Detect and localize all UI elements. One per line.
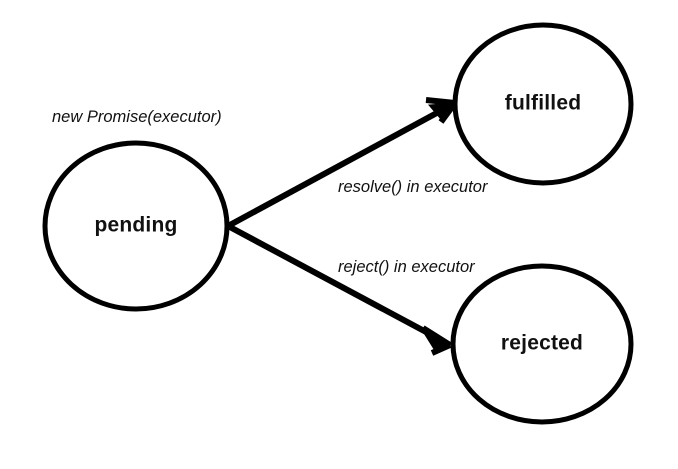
edge-line-resolve (226, 105, 448, 229)
node-pending-label: pending (94, 214, 177, 237)
node-pending[interactable]: pending (42, 140, 230, 312)
edge-label-resolve: resolve() in executor (338, 178, 489, 196)
arrowhead-reject-barbs-icon (421, 325, 452, 356)
edge-label-reject: reject() in executor (338, 258, 476, 276)
node-fulfilled[interactable]: fulfilled (452, 22, 634, 186)
node-fulfilled-label: fulfilled (505, 92, 581, 115)
edge-pending-to-fulfilled (226, 97, 458, 229)
node-rejected-shape[interactable] (450, 263, 634, 425)
annotation-new-promise: new Promise(executor) (52, 108, 222, 126)
edge-pending-to-rejected (226, 223, 452, 356)
edge-line-reject (226, 223, 443, 343)
node-rejected[interactable]: rejected (450, 263, 634, 425)
node-fulfilled-shape[interactable] (452, 22, 634, 186)
node-rejected-label: rejected (501, 332, 583, 355)
node-pending-shape[interactable] (42, 140, 230, 312)
